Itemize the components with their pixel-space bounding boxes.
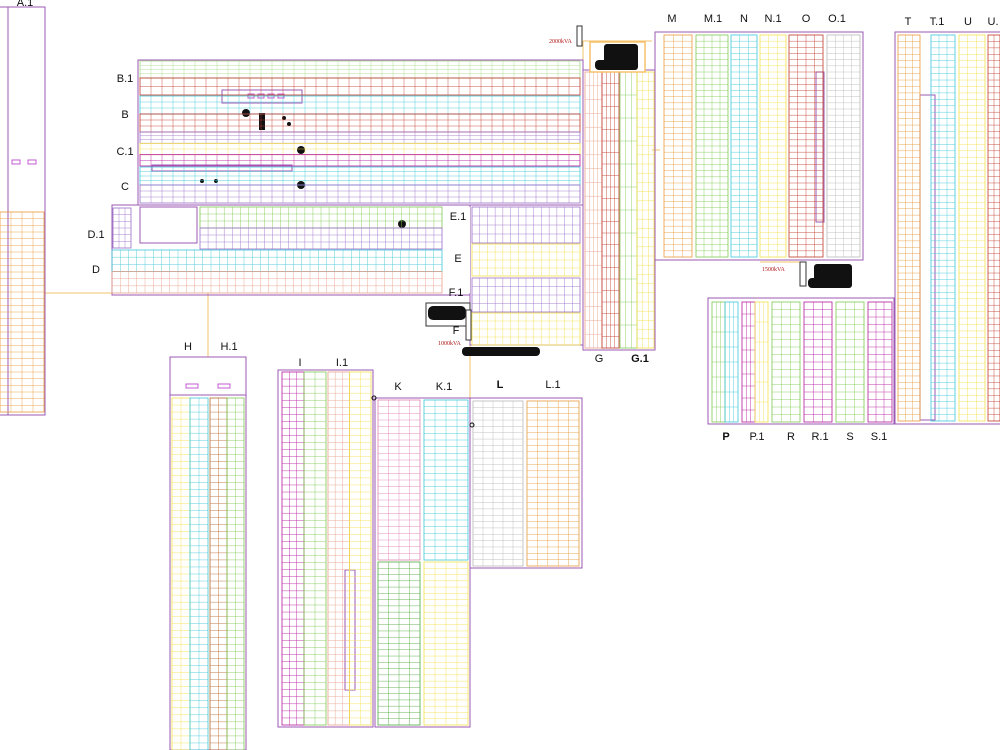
rack-group-l-cells <box>472 400 524 567</box>
rack-group-n1-cells <box>759 34 787 258</box>
rack-group-a1-cells <box>0 211 45 413</box>
rack-group-k-cells <box>377 399 421 561</box>
transformer-2-label: 1500kVA <box>762 267 786 273</box>
rack-group-f-cells <box>471 312 581 346</box>
rack-group-m1-cells <box>695 34 729 258</box>
rack-group-g1-cells <box>619 71 655 349</box>
label-p: P <box>722 431 729 443</box>
transformer-3: 1000kVA <box>425 302 540 356</box>
section-k <box>374 397 471 728</box>
rack-group-b-cells <box>139 95 581 133</box>
rack-group-r1-cells <box>803 301 833 423</box>
label-m: M <box>667 13 676 25</box>
rack-group-d-side-cells <box>112 207 132 249</box>
transformer-1-label: 2000kVA <box>549 39 573 45</box>
label-e: E <box>454 253 461 265</box>
label-d1: D.1 <box>87 229 104 241</box>
rack-group-k-lower-cells <box>377 561 421 726</box>
label-s: S <box>846 431 853 443</box>
rack-group-h-cells <box>171 397 209 750</box>
label-b: B <box>121 109 128 121</box>
label-r1: R.1 <box>811 431 828 443</box>
rack-group-d1-cells <box>199 206 443 250</box>
label-h: H <box>184 341 192 353</box>
rack-group-t1-cells <box>930 34 956 422</box>
rack-group-k1-cells <box>423 399 469 561</box>
section-main-hall <box>111 59 584 346</box>
label-i: I <box>298 357 301 369</box>
rack-grid-layer <box>0 34 1000 750</box>
label-u: U <box>964 16 972 28</box>
section-labels: A.1 B.1 B C.1 C D.1 D E.1 E F.1 F G G.1 … <box>17 0 999 443</box>
label-l1: L.1 <box>545 379 560 391</box>
rack-group-h1-cells <box>209 397 245 750</box>
rack-group-u-cells <box>958 34 986 422</box>
rack-group-i1-cells <box>327 371 372 726</box>
label-o1: O.1 <box>828 13 846 25</box>
label-l: L <box>497 379 504 391</box>
transformer-3-label: 1000kVA <box>438 341 462 347</box>
section-i <box>277 369 374 728</box>
label-b1: B.1 <box>117 73 134 85</box>
rack-group-n-cells <box>730 34 758 258</box>
rack-group-e-cells <box>471 243 581 277</box>
label-e1: E.1 <box>450 211 467 223</box>
rack-group-d-cells <box>111 249 443 294</box>
label-p1: P.1 <box>749 431 764 443</box>
label-s1: S.1 <box>871 431 888 443</box>
label-k: K <box>394 381 402 393</box>
rack-group-p-cells <box>711 301 739 423</box>
label-h1: H.1 <box>220 341 237 353</box>
label-g: G <box>595 353 604 365</box>
label-n1: N.1 <box>764 13 781 25</box>
label-c: C <box>121 181 129 193</box>
rack-group-p1-cells <box>741 301 769 423</box>
rack-group-c-cells <box>139 166 581 204</box>
label-f: F <box>453 325 460 337</box>
label-i1: I.1 <box>336 357 348 369</box>
label-k1: K.1 <box>436 381 453 393</box>
label-u1: U. <box>988 16 999 28</box>
rack-group-l1-cells <box>526 400 580 567</box>
rack-group-s-cells <box>835 301 865 423</box>
label-t: T <box>905 16 912 28</box>
label-a1: A.1 <box>17 0 34 9</box>
rack-group-m-cells <box>663 34 693 258</box>
label-c1: C.1 <box>116 146 133 158</box>
label-n: N <box>740 13 748 25</box>
label-o: O <box>802 13 811 25</box>
rack-group-r-cells <box>771 301 801 423</box>
rack-group-e1-cells <box>471 206 581 244</box>
label-t1: T.1 <box>930 16 945 28</box>
label-f1: F.1 <box>449 287 464 299</box>
section-a1 <box>0 6 46 416</box>
transformer-2: 1500kVA <box>762 261 852 288</box>
rack-group-f1-cells <box>471 277 581 313</box>
rack-group-o1-cells <box>826 34 861 258</box>
rack-group-s1-cells <box>867 301 893 423</box>
rack-group-c1-cells <box>139 131 581 167</box>
rack-group-b1-cells <box>139 60 581 96</box>
section-l <box>469 397 583 569</box>
label-m1: M.1 <box>704 13 722 25</box>
label-d: D <box>92 264 100 276</box>
rack-group-u1-cells <box>987 34 1000 422</box>
section-p-s <box>707 297 895 425</box>
rack-group-g-cells <box>584 71 620 349</box>
section-h <box>169 356 247 750</box>
rack-group-k1-lower-cells <box>423 561 469 726</box>
transformer-1: 2000kVA <box>549 25 646 73</box>
rack-group-i-cells <box>281 371 327 726</box>
rack-group-t-cells <box>897 34 921 422</box>
rack-group-o-cells <box>788 34 824 258</box>
label-g1: G.1 <box>631 353 649 365</box>
label-r: R <box>787 431 795 443</box>
